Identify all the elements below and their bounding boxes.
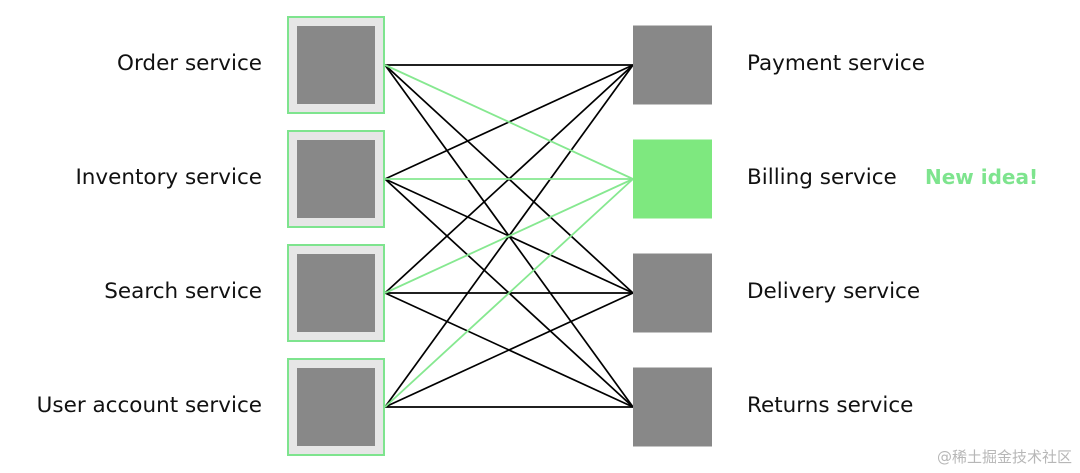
link-user-account-service-to-billing-service — [384, 178, 634, 408]
provider-node-billing-service — [633, 139, 712, 219]
provider-node-payment-service — [633, 25, 712, 105]
new-idea-annotation: New idea! — [925, 165, 1039, 189]
new-billing-links — [384, 64, 634, 408]
consumer-label-search: Search service — [104, 279, 262, 304]
consumer-node-order-service — [297, 26, 375, 104]
consumer-node-search-service — [297, 254, 375, 332]
watermark: @稀土掘金技术社区 — [936, 448, 1072, 466]
link-order-service-to-billing-service — [384, 64, 634, 180]
consumer-label-user-account: User account service — [36, 393, 262, 418]
provider-label-billing: Billing service — [747, 165, 897, 190]
consumer-label-inventory: Inventory service — [75, 165, 262, 190]
consumer-nodes — [287, 16, 385, 456]
consumer-node-user-account-service — [297, 368, 375, 446]
link-user-account-service-to-delivery-service — [384, 292, 634, 408]
provider-label-delivery: Delivery service — [747, 279, 921, 304]
provider-node-returns-service — [633, 367, 712, 447]
consumer-node-inventory-service — [297, 140, 375, 218]
provider-label-returns: Returns service — [747, 393, 914, 418]
provider-nodes — [633, 25, 712, 447]
link-search-service-to-billing-service — [384, 178, 634, 294]
provider-label-payment: Payment service — [747, 51, 925, 76]
consumer-label-order: Order service — [117, 51, 262, 76]
provider-node-delivery-service — [633, 253, 712, 333]
